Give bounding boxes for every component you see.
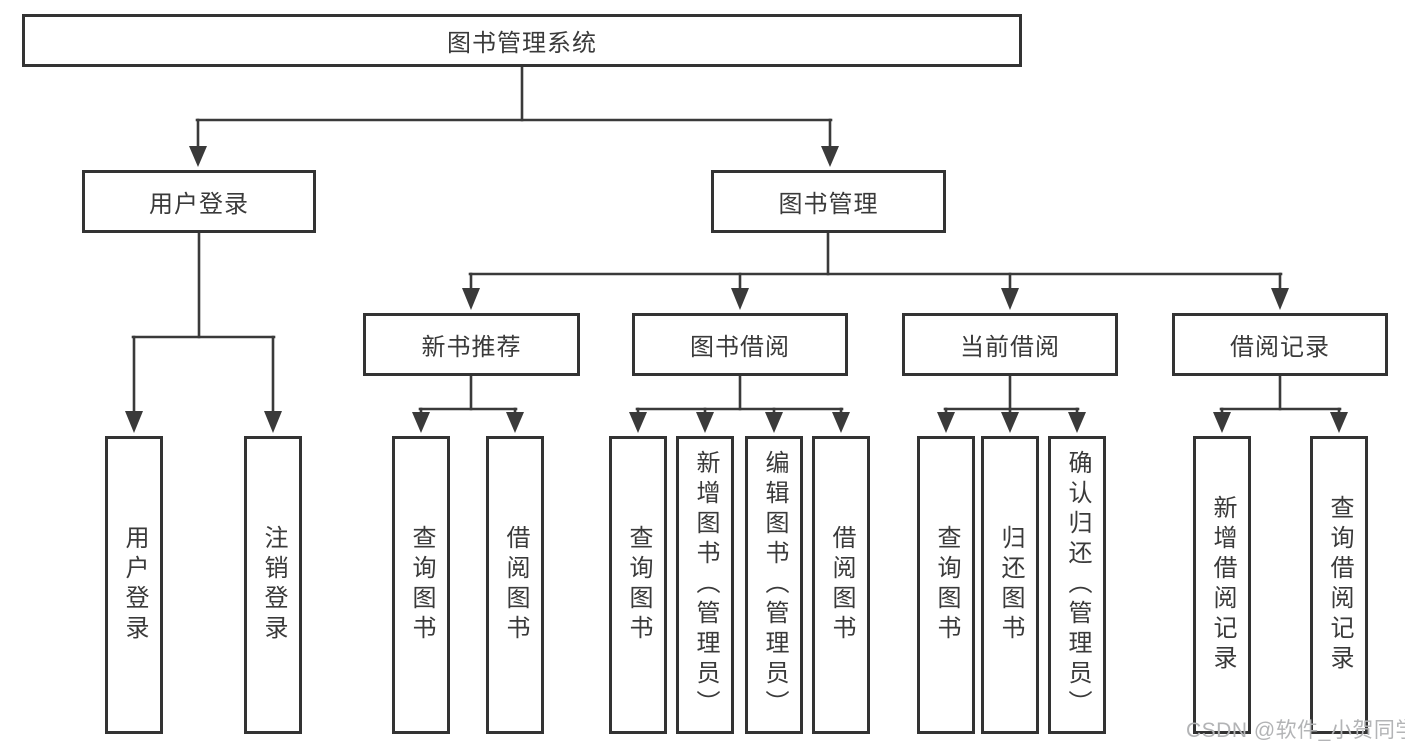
csdn-watermark: CSDN @软件_小贺同学	[1186, 719, 1405, 742]
leaf-query-books-recommend: 查询图书	[392, 436, 450, 734]
node-library-system: 图书管理系统	[22, 14, 1022, 67]
node-book-management-module: 图书管理	[711, 170, 946, 233]
leaf-logout: 注销登录	[244, 436, 302, 734]
leaf-confirm-return-admin: 确认归还（管理员）	[1048, 436, 1106, 734]
leaf-add-books-admin: 新增图书（管理员）	[676, 436, 734, 734]
leaf-add-borrow-record: 新增借阅记录	[1193, 436, 1251, 734]
leaf-query-books-current: 查询图书	[917, 436, 975, 734]
leaf-edit-books-admin: 编辑图书（管理员）	[745, 436, 803, 734]
node-user-login-module: 用户登录	[82, 170, 316, 233]
leaf-return-books: 归还图书	[981, 436, 1039, 734]
leaf-user-login: 用户登录	[105, 436, 163, 734]
node-book-borrow: 图书借阅	[632, 313, 848, 376]
leaf-query-borrow-record: 查询借阅记录	[1310, 436, 1368, 734]
node-current-borrow: 当前借阅	[902, 313, 1118, 376]
leaf-borrow-books: 借阅图书	[812, 436, 870, 734]
leaf-borrow-books-recommend: 借阅图书	[486, 436, 544, 734]
node-new-book-recommend: 新书推荐	[363, 313, 580, 376]
node-borrow-records: 借阅记录	[1172, 313, 1388, 376]
leaf-query-books-borrow: 查询图书	[609, 436, 667, 734]
